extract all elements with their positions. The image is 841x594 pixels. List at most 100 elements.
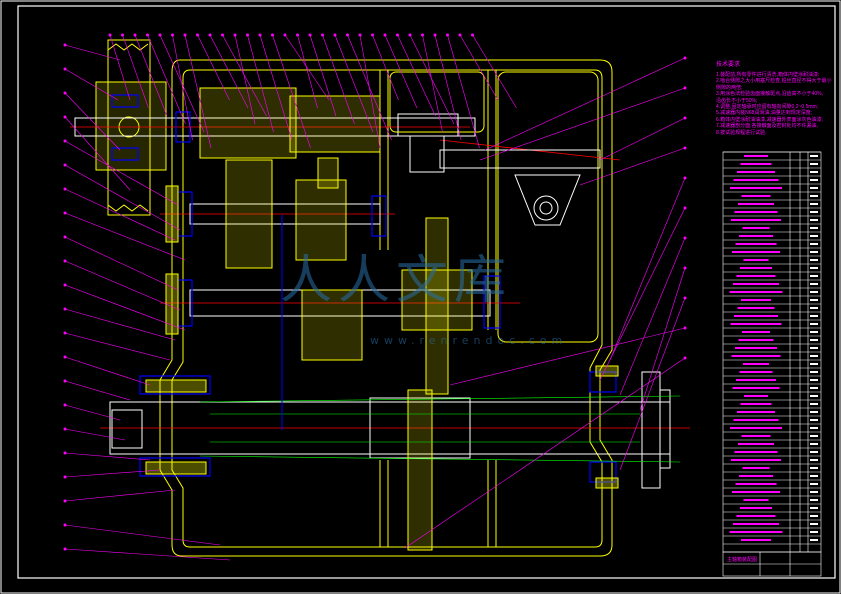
parts-list-material	[810, 347, 818, 349]
parts-list-material	[810, 475, 818, 477]
leader-line	[172, 34, 193, 141]
leader-dot	[63, 355, 67, 359]
parts-list-material	[810, 491, 818, 493]
leader-dot	[420, 33, 424, 37]
leader-dot	[133, 33, 137, 37]
parts-list-entry	[731, 355, 781, 357]
leader-dot	[63, 427, 67, 431]
leader-line	[234, 34, 256, 125]
parts-list-material	[810, 219, 818, 221]
leader-line	[259, 34, 293, 141]
parts-list-entry	[740, 403, 772, 405]
parts-list-material	[810, 435, 818, 437]
leader-dot	[196, 33, 200, 37]
parts-list-entry	[737, 411, 775, 413]
parts-list-entry	[736, 275, 776, 277]
gearbox-casing	[159, 59, 613, 557]
leader-line	[422, 34, 443, 133]
leader-dot	[308, 33, 312, 37]
technical-requirement-line: 侧隙的两倍;	[716, 84, 743, 91]
leader-dot	[63, 115, 67, 119]
parts-list-entry	[741, 435, 771, 437]
parts-list-material	[810, 387, 818, 389]
leader-line	[64, 380, 131, 401]
gears	[199, 87, 473, 551]
leader-dot	[683, 206, 687, 210]
parts-list-entry	[733, 523, 779, 525]
parts-list-material	[810, 227, 818, 229]
leader-line	[64, 164, 181, 231]
parts-list-entry	[742, 467, 770, 469]
parts-list-material	[810, 467, 818, 469]
parts-list-entry	[739, 371, 773, 373]
technical-requirement-line: 4.调整,固定轴承时应留有轴向间隙0.2~0.5mm;	[716, 104, 819, 110]
leader-dot	[121, 33, 125, 37]
leader-line	[449, 327, 686, 386]
leader-line	[64, 489, 176, 502]
leader-line	[384, 34, 418, 109]
output-flange	[111, 371, 671, 489]
leader-line	[359, 34, 381, 149]
parts-list-entry	[730, 427, 782, 429]
parts-list-material	[810, 163, 818, 165]
parts-list-entry	[741, 195, 771, 197]
parts-list-entry	[735, 483, 777, 485]
parts-list-material	[810, 443, 818, 445]
parts-list-material	[810, 379, 818, 381]
leader-dot	[370, 33, 374, 37]
leader-line	[64, 44, 121, 61]
bearings	[111, 94, 617, 483]
leader-line	[64, 469, 161, 478]
parts-list-entry	[733, 283, 779, 285]
leader-dot	[63, 403, 67, 407]
leader-dot	[683, 236, 687, 240]
leader-dot	[208, 33, 212, 37]
parts-list-entry	[740, 267, 772, 269]
leader-dot	[258, 33, 262, 37]
technical-requirement-line: 5.减速器内装N68润滑油,油量达到规定深度;	[716, 110, 813, 117]
leader-line	[322, 34, 355, 125]
parts-list-material	[810, 459, 818, 461]
leader-line	[372, 34, 399, 101]
leader-dot	[345, 33, 349, 37]
leader-line	[64, 140, 179, 206]
leader-dot	[63, 307, 67, 311]
leader-dot	[233, 33, 237, 37]
leader-dot	[63, 91, 67, 95]
parts-list-entry	[731, 459, 781, 461]
parts-list-entry	[734, 315, 778, 317]
leader-line	[599, 207, 686, 381]
parts-list-entry	[732, 387, 780, 389]
technical-requirements-title: 技术要求	[716, 62, 741, 68]
leader-dot	[333, 33, 337, 37]
leader-dot	[63, 499, 67, 503]
technical-requirement-line: 6.箱体内壁涂耐油油漆,减速器外表面涂灰色油漆;	[716, 116, 823, 123]
leader-line	[64, 428, 126, 441]
leader-line	[297, 34, 318, 109]
parts-list-material	[810, 171, 818, 173]
leader-line	[272, 34, 311, 149]
inner-frame	[17, 5, 836, 579]
parts-list-entries	[729, 155, 818, 541]
parts-list-entry	[743, 499, 769, 501]
parts-list-table	[722, 151, 822, 553]
parts-list-material	[810, 187, 818, 189]
parts-list-material	[810, 275, 818, 277]
parts-list-material	[810, 291, 818, 293]
parts-list-entry	[730, 187, 782, 189]
leader-dot	[108, 33, 112, 37]
parts-list-entry	[729, 291, 783, 293]
parts-list-entry	[730, 323, 782, 325]
parts-list-entry	[739, 235, 773, 237]
parts-list-entry	[741, 539, 771, 541]
leader-line	[184, 34, 212, 149]
parts-list-material	[810, 307, 818, 309]
parts-list-material	[810, 395, 818, 397]
leader-dot	[683, 56, 687, 60]
parts-list-entry	[735, 347, 777, 349]
leader-dot	[683, 116, 687, 120]
parts-list-material	[810, 243, 818, 245]
leader-dot	[63, 283, 67, 287]
